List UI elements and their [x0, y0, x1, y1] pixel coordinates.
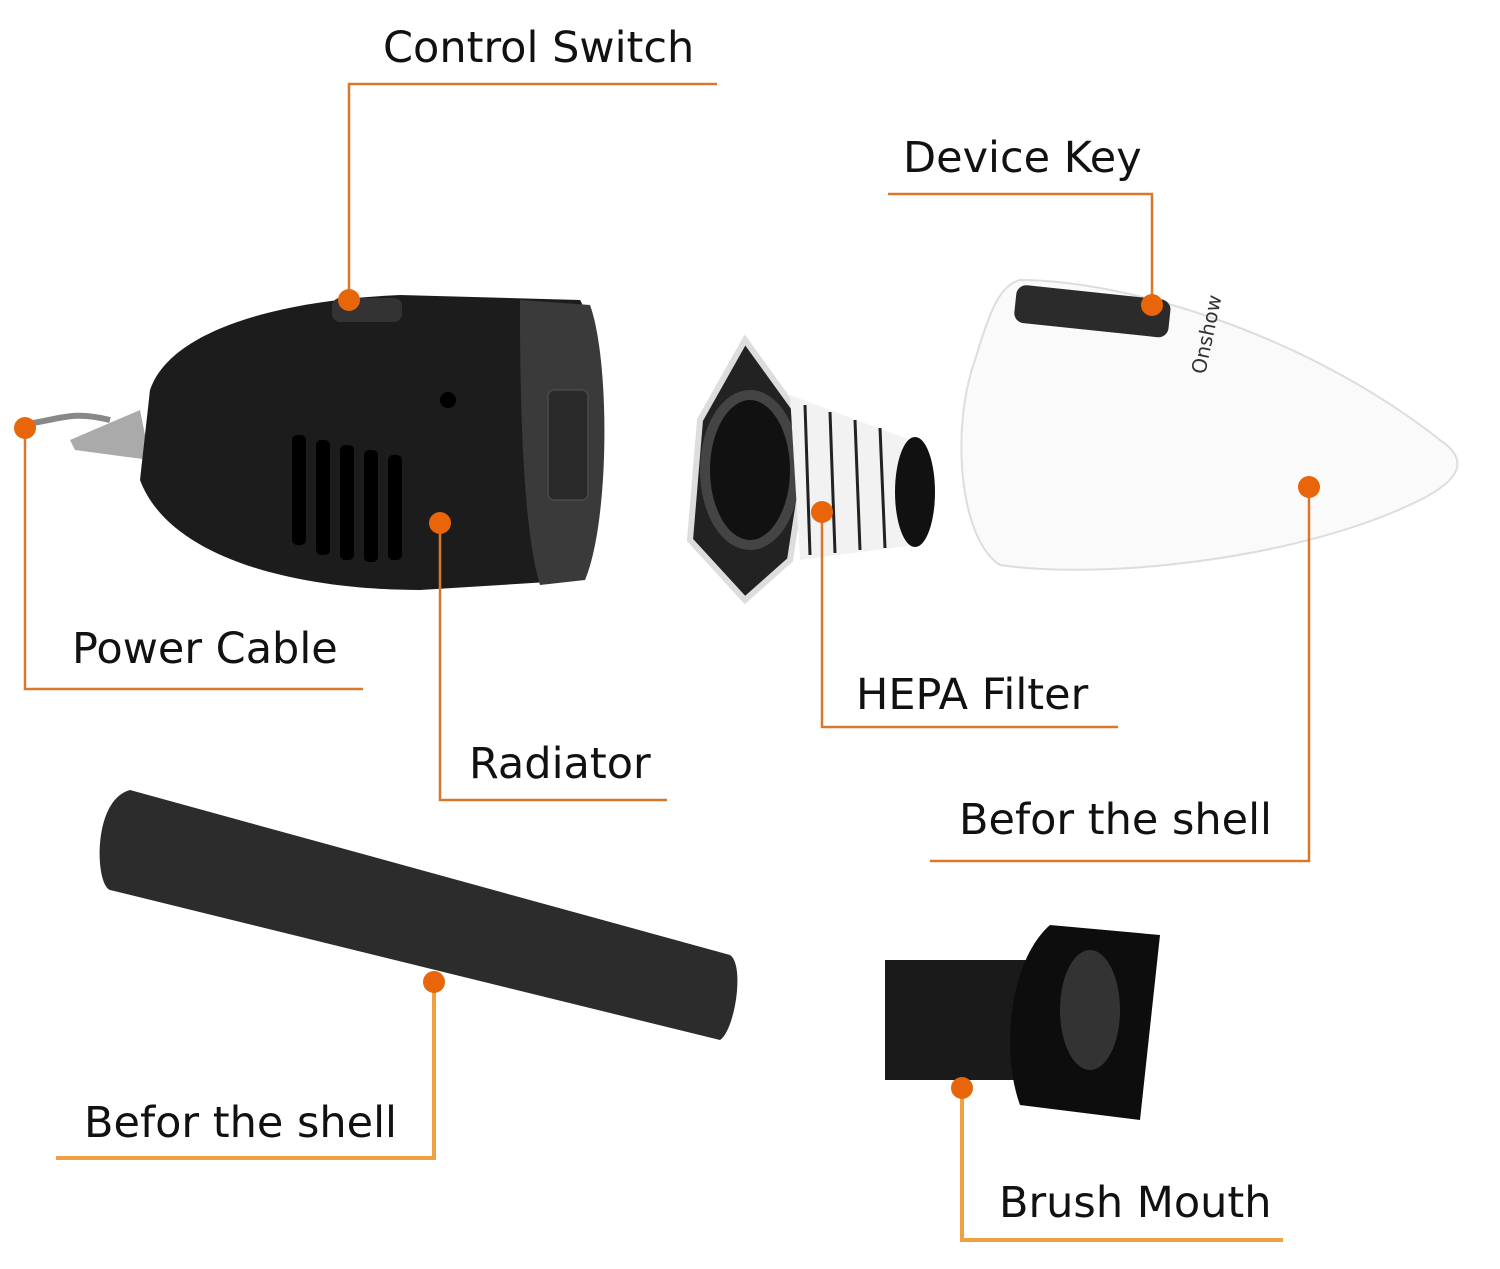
label-device-key: Device Key — [903, 133, 1142, 183]
label-shell-left: Befor the shell — [84, 1098, 397, 1148]
label-control-switch: Control Switch — [383, 23, 695, 73]
label-radiator: Radiator — [469, 739, 651, 789]
label-brush-mouth: Brush Mouth — [999, 1178, 1272, 1228]
label-hepa-filter: HEPA Filter — [856, 670, 1089, 720]
leader-lines — [23, 82, 1311, 1242]
callout-dots — [14, 289, 1320, 1099]
brush-mouth-tool — [885, 925, 1160, 1120]
white-shell: Onshow — [960, 278, 1459, 571]
label-shell-right: Befor the shell — [959, 795, 1272, 845]
hepa-filter — [686, 334, 935, 605]
label-power-cable: Power Cable — [72, 624, 338, 674]
motor-body — [19, 295, 605, 590]
crevice-tool — [99, 790, 738, 1040]
